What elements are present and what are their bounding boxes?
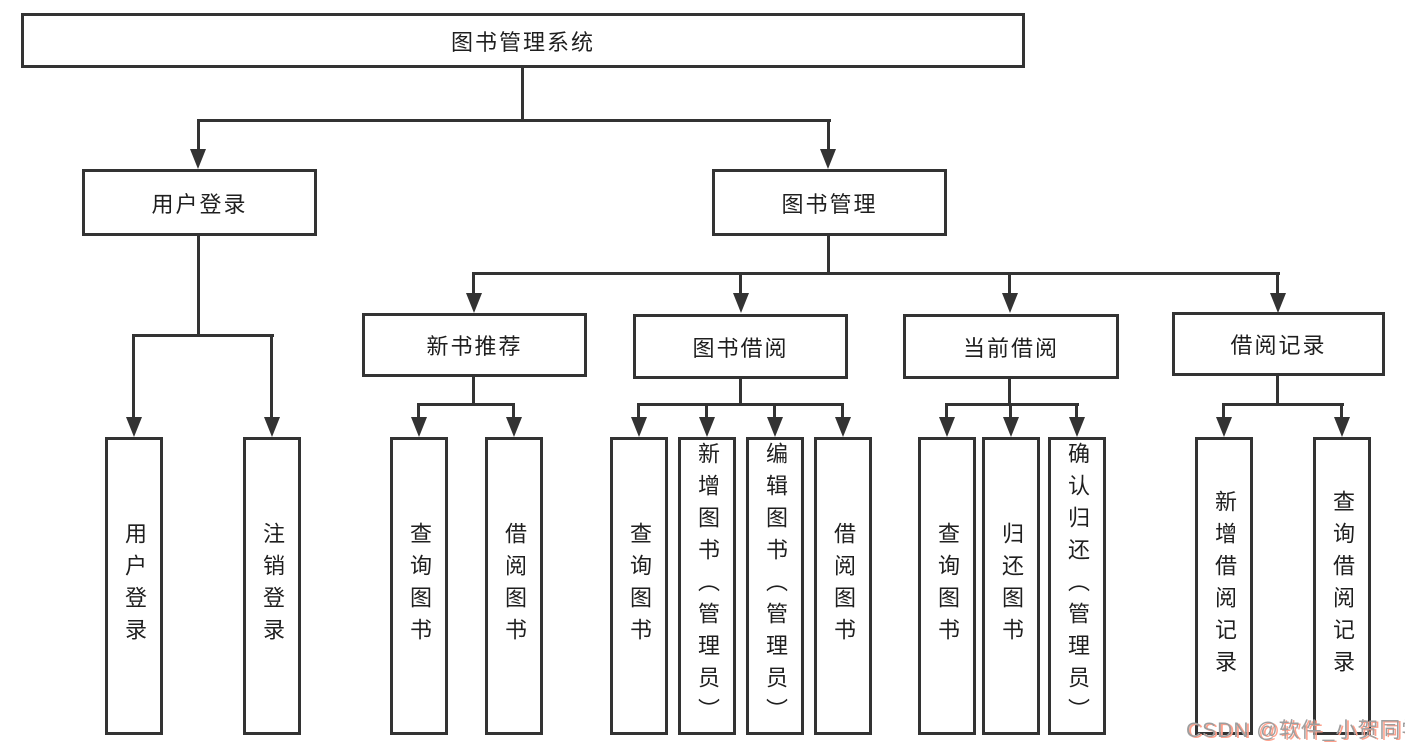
connector-line bbox=[1340, 403, 1343, 419]
node-label: 确认归还（管理员） bbox=[1065, 442, 1090, 730]
connector-line bbox=[637, 403, 640, 419]
connector-line bbox=[132, 334, 135, 418]
arrow-down-icon bbox=[733, 293, 749, 313]
connector-line bbox=[197, 119, 200, 152]
arrow-down-icon bbox=[767, 417, 783, 437]
connector-line bbox=[945, 403, 1079, 406]
connector-line bbox=[827, 236, 830, 275]
node-leaf-edit-book-admin: 编辑图书（管理员） bbox=[746, 437, 804, 735]
connector-line bbox=[197, 236, 200, 337]
arrow-down-icon bbox=[126, 417, 142, 437]
connector-line bbox=[1009, 403, 1012, 419]
connector-line bbox=[132, 334, 274, 337]
arrow-down-icon bbox=[939, 417, 955, 437]
arrow-down-icon bbox=[1216, 417, 1232, 437]
connector-line bbox=[472, 272, 1280, 275]
arrow-down-icon bbox=[506, 417, 522, 437]
connector-line bbox=[472, 377, 475, 406]
node-user-login: 用户登录 bbox=[82, 169, 317, 236]
arrow-down-icon bbox=[631, 417, 647, 437]
arrow-down-icon bbox=[466, 293, 482, 313]
node-leaf-logout: 注销登录 bbox=[243, 437, 301, 735]
node-leaf-borrow-book-recommend: 借阅图书 bbox=[485, 437, 543, 735]
node-label: 借阅图书 bbox=[831, 522, 856, 650]
arrow-down-icon bbox=[835, 417, 851, 437]
connector-line bbox=[512, 403, 515, 419]
node-leaf-borrow-book: 借阅图书 bbox=[814, 437, 872, 735]
node-library-management-system: 图书管理系统 bbox=[21, 13, 1025, 68]
node-leaf-user-login: 用户登录 bbox=[105, 437, 163, 735]
node-book-borrow: 图书借阅 bbox=[633, 314, 848, 379]
node-label: 新书推荐 bbox=[426, 334, 523, 359]
node-current-borrow: 当前借阅 bbox=[903, 314, 1119, 379]
connector-line bbox=[417, 403, 515, 406]
connector-line bbox=[1222, 403, 1344, 406]
node-leaf-query-book-borrow: 查询图书 bbox=[610, 437, 668, 735]
connector-line bbox=[841, 403, 844, 419]
connector-line bbox=[270, 334, 273, 418]
connector-line bbox=[1008, 379, 1011, 406]
node-label: 用户登录 bbox=[151, 191, 248, 217]
node-leaf-query-book-current: 查询图书 bbox=[918, 437, 976, 735]
node-leaf-add-borrow-record: 新增借阅记录 bbox=[1195, 437, 1253, 735]
arrow-down-icon bbox=[1002, 293, 1018, 313]
connector-line bbox=[705, 403, 708, 419]
node-book-management: 图书管理 bbox=[712, 169, 947, 236]
node-label: 归还图书 bbox=[999, 522, 1024, 650]
connector-line bbox=[1276, 272, 1279, 296]
arrow-down-icon bbox=[411, 417, 427, 437]
connector-line bbox=[1008, 272, 1011, 296]
connector-line bbox=[945, 403, 948, 419]
node-label: 查询图书 bbox=[627, 522, 652, 650]
arrow-down-icon bbox=[1069, 417, 1085, 437]
node-label: 借阅记录 bbox=[1230, 333, 1327, 358]
arrow-down-icon bbox=[190, 149, 206, 169]
connector-line bbox=[637, 403, 844, 406]
connector-line bbox=[739, 379, 742, 406]
arrow-down-icon bbox=[1270, 293, 1286, 313]
node-label: 图书管理系统 bbox=[450, 29, 595, 55]
node-label: 新增借阅记录 bbox=[1212, 490, 1237, 682]
node-leaf-query-book-recommend: 查询图书 bbox=[390, 437, 448, 735]
connector-line bbox=[1276, 376, 1279, 406]
node-label: 图书管理 bbox=[781, 191, 878, 217]
connector-line bbox=[197, 119, 831, 122]
node-label: 查询图书 bbox=[407, 522, 432, 650]
connector-line bbox=[417, 403, 420, 419]
node-label: 注销登录 bbox=[260, 522, 285, 650]
connector-line bbox=[773, 403, 776, 419]
node-leaf-add-book-admin: 新增图书（管理员） bbox=[678, 437, 736, 735]
arrow-down-icon bbox=[1003, 417, 1019, 437]
node-label: 新增图书（管理员） bbox=[695, 442, 720, 730]
connector-line bbox=[1222, 403, 1225, 419]
node-label: 用户登录 bbox=[122, 522, 147, 650]
node-label: 编辑图书（管理员） bbox=[763, 442, 788, 730]
node-new-book-recommend: 新书推荐 bbox=[362, 313, 587, 377]
connector-line bbox=[1075, 403, 1078, 419]
node-label: 查询图书 bbox=[935, 522, 960, 650]
arrow-down-icon bbox=[264, 417, 280, 437]
node-label: 借阅图书 bbox=[502, 522, 527, 650]
csdn-watermark: CSDN @软件_小贺同学 bbox=[1186, 719, 1405, 742]
arrow-down-icon bbox=[1334, 417, 1350, 437]
node-label: 查询借阅记录 bbox=[1330, 490, 1355, 682]
arrow-down-icon bbox=[699, 417, 715, 437]
node-leaf-return-book: 归还图书 bbox=[982, 437, 1040, 735]
arrow-down-icon bbox=[820, 149, 836, 169]
node-borrow-record: 借阅记录 bbox=[1172, 312, 1385, 376]
node-label: 图书借阅 bbox=[692, 335, 789, 361]
connector-line bbox=[472, 272, 475, 296]
connector-line bbox=[521, 68, 524, 121]
connector-line bbox=[739, 272, 742, 296]
node-label: 当前借阅 bbox=[962, 335, 1059, 361]
node-leaf-confirm-return-admin: 确认归还（管理员） bbox=[1048, 437, 1106, 735]
node-leaf-query-borrow-record: 查询借阅记录 bbox=[1313, 437, 1371, 735]
connector-line bbox=[827, 119, 830, 152]
